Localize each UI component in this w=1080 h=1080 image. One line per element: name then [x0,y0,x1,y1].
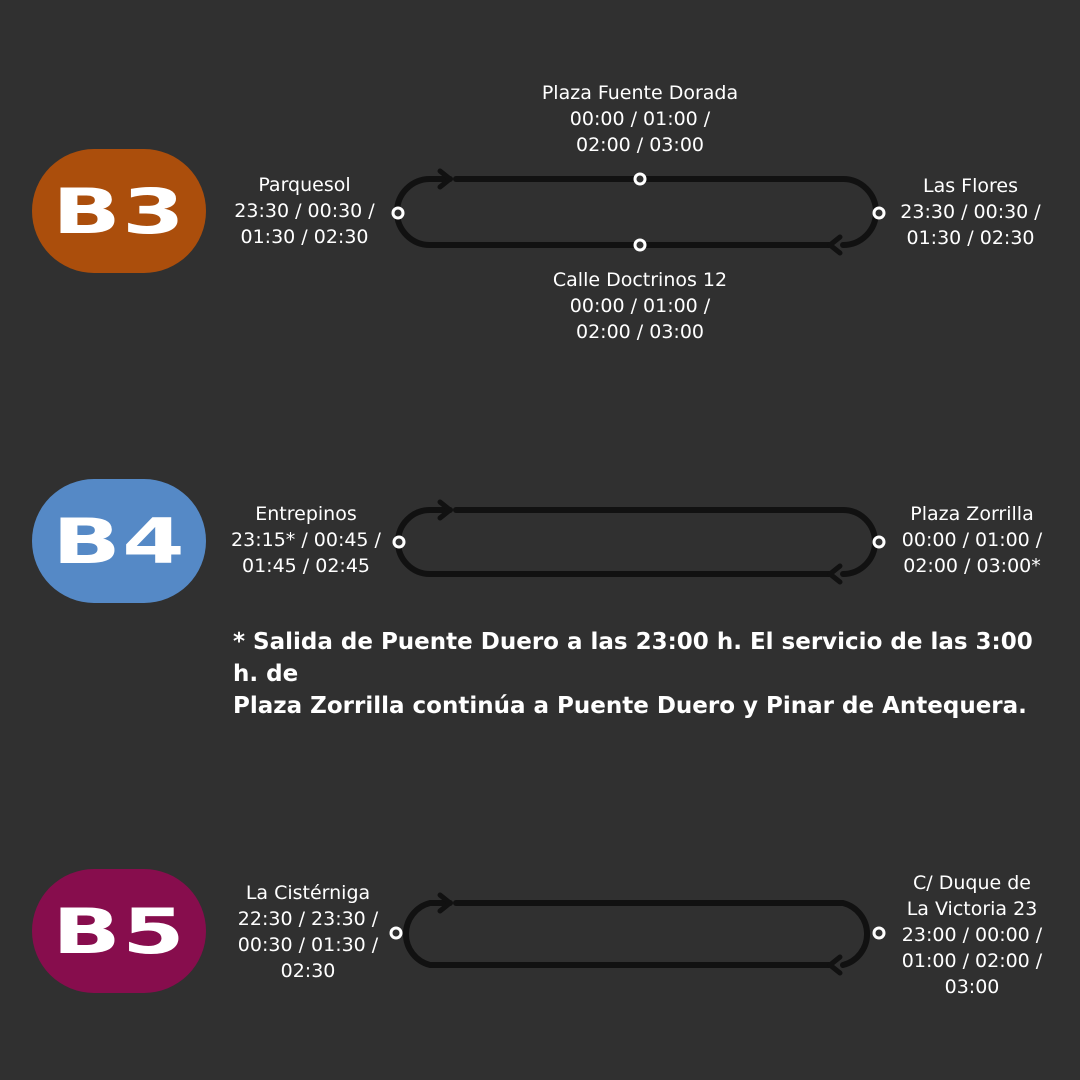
stop-marker-right [872,535,886,549]
stop-marker-bottom [633,238,647,252]
stop-b5-right: C/ Duque de La Victoria 23 23:00 / 00:00… [884,870,1060,1000]
footnote-line: Plaza Zorrilla continúa a Puente Duero y… [233,693,1027,719]
stop-marker-left [392,535,406,549]
stop-marker-left [389,926,403,940]
stop-name: Calle Doctrinos 12 [552,269,728,291]
route-line-top [453,176,879,248]
stop-marker-right [872,926,886,940]
arrow-right-icon [827,563,843,585]
footnote: * Salida de Puente Duero a las 23:00 h. … [233,626,1053,722]
stop-times: 22:30 / 23:30 / [237,908,379,930]
stop-times: 03:00 [944,976,1000,998]
stop-times: 23:30 / 00:30 / [900,201,1041,223]
stop-name: Entrepinos [255,503,357,525]
arrow-left-icon [437,499,453,521]
stop-b5-left: La Cistérniga 22:30 / 23:30 / 00:30 / 01… [222,880,394,984]
stop-marker-right [872,206,886,220]
stop-name: La Cistérniga [245,882,371,904]
route-loop-b3 [391,168,886,256]
arrow-right-icon [827,234,843,256]
arrow-left-icon [437,892,453,914]
stop-marker-left [391,206,405,220]
stop-times: 01:00 / 02:00 / [901,950,1043,972]
stop-times: 00:30 / 01:30 / [237,934,379,956]
stop-times: 00:00 / 01:00 / [569,295,711,317]
stop-times: 02:30 [280,960,336,982]
route-line-bottom [402,900,833,968]
stop-times: 00:00 / 01:00 / [569,108,711,130]
stop-times: 02:00 / 03:00 [576,321,704,343]
stop-marker-top [633,172,647,186]
arrow-right-icon [827,954,843,976]
footnote-line: * Salida de Puente Duero a las 23:00 h. … [233,629,1033,687]
stop-name: Plaza Fuente Dorada [541,82,739,104]
stop-b4-left: Entrepinos 23:15* / 00:45 / 01:45 / 02:4… [220,501,392,579]
stop-b4-right: Plaza Zorrilla 00:00 / 01:00 / 02:00 / 0… [886,501,1058,579]
stop-b3-top: Plaza Fuente Dorada 00:00 / 01:00 / 02:0… [530,80,750,158]
route-line-top [453,900,871,968]
stop-times: 02:00 / 03:00 [576,134,704,156]
arrow-left-icon [437,168,453,190]
route-loop-b5 [389,892,886,976]
route-badge-b4: B4 [32,479,206,603]
route-line-bottom [394,176,833,248]
stop-name: La Victoria 23 [906,898,1038,920]
stop-times: 23:15* / 00:45 / [231,529,381,551]
stop-name: Las Flores [923,175,1018,197]
stop-b3-right: Las Flores 23:30 / 00:30 / 01:30 / 02:30 [888,173,1053,251]
stop-b3-bottom: Calle Doctrinos 12 00:00 / 01:00 / 02:00… [530,267,750,345]
route-code: B5 [52,894,186,968]
route-badge-b3: B3 [32,149,206,273]
stop-times: 01:45 / 02:45 [242,555,370,577]
stop-times: 00:00 / 01:00 / [901,529,1043,551]
route-code: B4 [52,504,186,578]
stop-times: 01:30 / 02:30 [906,227,1035,249]
route-code: B3 [52,174,186,248]
stop-times: 23:00 / 00:00 / [901,924,1043,946]
stop-b3-left: Parquesol 23:30 / 00:30 / 01:30 / 02:30 [222,172,387,250]
stop-name: C/ Duque de [913,872,1031,894]
route-line-bottom [395,507,833,577]
route-line-top [453,507,878,577]
route-loop-b4 [392,499,886,585]
stop-times: 23:30 / 00:30 / [234,200,375,222]
route-badge-b5: B5 [32,869,206,993]
stop-name: Plaza Zorrilla [910,503,1034,525]
stop-times: 02:00 / 03:00* [903,555,1041,577]
stop-name: Parquesol [258,174,351,196]
stop-times: 01:30 / 02:30 [240,226,369,248]
